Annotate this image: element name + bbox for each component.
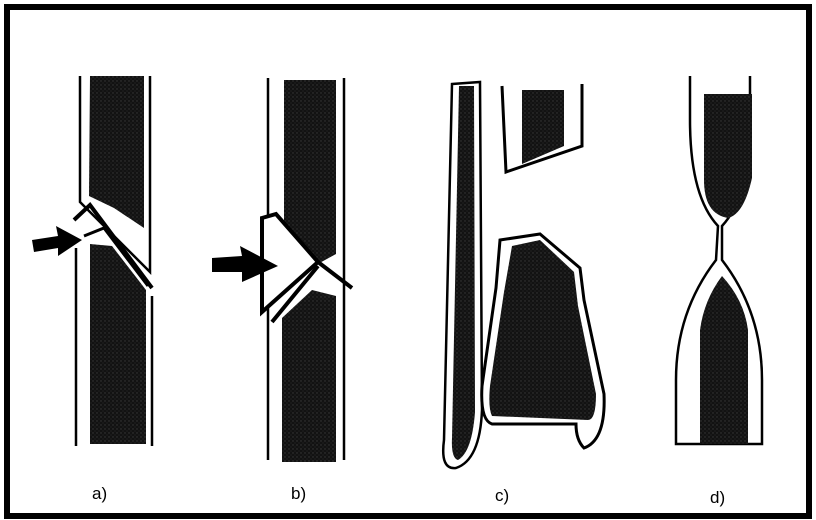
panel-label-c: c) [495, 486, 509, 506]
panel-label-a: a) [92, 484, 107, 504]
panel-d-upper-core [704, 94, 752, 218]
panel-label-b: b) [291, 484, 306, 504]
panel-b-lower-core [282, 290, 336, 462]
panel-label-d: d) [710, 488, 725, 508]
